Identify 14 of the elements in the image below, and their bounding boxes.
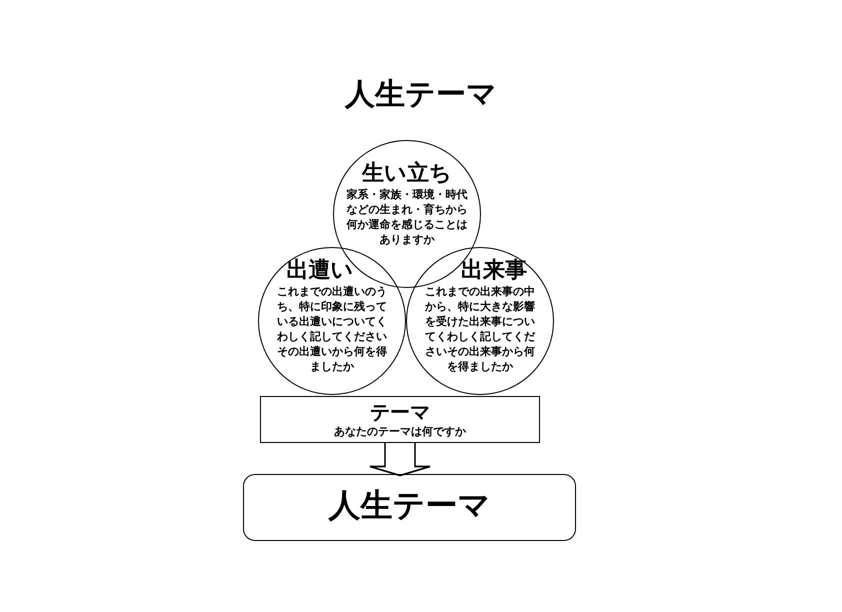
question-text: これまでの出遭いのうち、特に印象に残っている出遭いについてくわしく記してくださいその出遭いから何を得ましたか [276,284,388,374]
heading: 人生テーマ [328,487,490,523]
heading: 出遭い [286,258,354,284]
result-box [243,474,576,541]
heading: テーマ [370,400,430,424]
heading: 出来事 [461,258,527,284]
question-text: あなたのテーマは何ですか [333,424,467,439]
question-text: 家系・家族・環境・時代などの生まれ・育ちから何か運命を感じることはありますか [345,187,468,247]
heading: 生い立ち [362,161,452,187]
title: 人生テーマ [345,77,497,112]
theme-box [260,396,540,443]
venn-circle [406,247,554,395]
venn-circle [258,247,406,395]
question-text: これまでの出来事の中から、特に大きな影響を受けた出来事についてくわしく記してくださいその出来事から何を得ましたか [424,284,536,374]
